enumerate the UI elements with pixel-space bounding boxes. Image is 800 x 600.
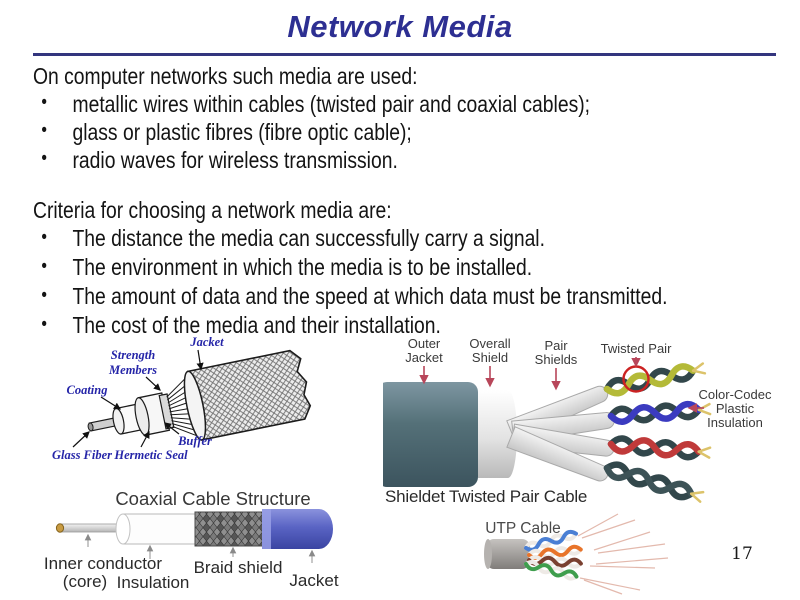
intro-heading: On computer networks such media are used…	[33, 63, 418, 89]
utp-cable-drawing	[484, 513, 669, 595]
fiber-label-hermetic-seal: Hermetic Seal	[113, 448, 188, 462]
utp-label: UTP Cable	[485, 520, 561, 537]
criteria-heading: Criteria for choosing a network media ar…	[33, 197, 392, 223]
list-item: • glass or plastic fibres (fibre optic ca…	[33, 118, 772, 146]
fiber-label-strength-2: Members	[108, 363, 157, 377]
list-item-text: The environment in which the media is to…	[72, 254, 533, 280]
coax-title: Coaxial Cable Structure	[115, 488, 310, 509]
stp-label-overall-1: Overall	[469, 336, 510, 351]
stp-label-twisted-pair: Twisted Pair	[601, 341, 672, 356]
coax-cable-drawing	[55, 509, 333, 549]
coax-label-inner-conductor-1: Inner conductor	[44, 554, 162, 573]
bullet-marker: •	[41, 314, 47, 335]
bullet-marker: •	[41, 92, 47, 113]
list-item-text: radio waves for wireless transmission.	[72, 147, 398, 173]
coax-label-braid-shield: Braid shield	[194, 558, 283, 577]
fiber-label-strength-1: Strength	[111, 348, 156, 362]
bullet-marker: •	[41, 148, 47, 169]
list-item: • The environment in which the media is t…	[33, 253, 772, 282]
coaxial-cable-diagram: Coaxial Cable Structure Inner conductor …	[44, 488, 339, 592]
stp-caption: Shieldet Twisted Pair Cable	[385, 487, 588, 506]
coax-label-pointers	[84, 533, 316, 563]
stp-label-outer-1: Outer	[408, 336, 441, 351]
intro-list: • metallic wires within cables (twisted p…	[33, 90, 772, 174]
title-divider	[33, 53, 776, 56]
page-number: 17	[731, 544, 753, 564]
stp-label-arrows	[419, 357, 704, 413]
list-item: • metallic wires within cables (twisted p…	[33, 90, 772, 118]
fiber-label-jacket: Jacket	[189, 335, 224, 349]
list-item-text: The distance the media can successfully …	[72, 225, 545, 251]
stp-cable-drawing	[383, 362, 712, 503]
body-text: On computer networks such media are used…	[33, 62, 772, 340]
utp-cable-image: UTP Cable	[484, 513, 669, 595]
bullet-marker: •	[41, 285, 47, 306]
coax-label-jacket: Jacket	[289, 571, 338, 590]
fiber-label-buffer: Buffer	[177, 434, 212, 448]
shielded-twisted-pair-diagram: Outer Jacket Overall Shield Pair Shields…	[383, 336, 772, 503]
stp-label-color-codec-3: Insulation	[707, 415, 763, 430]
list-item-text: metallic wires within cables (twisted pa…	[72, 91, 591, 117]
stp-label-outer-2: Jacket	[405, 350, 443, 365]
bullet-marker: •	[41, 120, 47, 141]
list-item-text: glass or plastic fibres (fibre optic cab…	[72, 119, 412, 145]
criteria-list: • The distance the media can successfully…	[33, 224, 772, 340]
stp-label-pair-2: Shields	[535, 352, 578, 367]
list-item: • The distance the media can successfully…	[33, 224, 772, 253]
stp-label-color-codec-1: Color-Codec	[699, 387, 772, 402]
list-item: • The cost of the media and their install…	[33, 311, 772, 340]
list-item-text: The cost of the media and their installa…	[72, 312, 441, 338]
fiber-label-arrows	[72, 349, 204, 448]
fiber-optic-cable-diagram: Jacket Strength Members Coating Buffer G…	[52, 335, 312, 462]
fiber-label-coating: Coating	[67, 383, 108, 397]
bullet-marker: •	[41, 256, 47, 277]
list-item-text: The amount of data and the speed at whic…	[72, 283, 668, 309]
coax-label-insulation: Insulation	[117, 573, 190, 592]
coax-label-inner-conductor-2: (core)	[63, 572, 107, 591]
bullet-marker: •	[41, 227, 47, 248]
list-item: • radio waves for wireless transmission.	[33, 146, 772, 174]
stp-label-color-codec-2: Plastic	[716, 401, 755, 416]
page-title: Network Media	[287, 9, 513, 44]
stp-label-overall-2: Shield	[472, 350, 508, 365]
list-item: • The amount of data and the speed at whi…	[33, 282, 772, 311]
stp-label-pair-1: Pair	[544, 338, 568, 353]
fiber-label-glass-fiber: Glass Fiber	[52, 448, 112, 462]
